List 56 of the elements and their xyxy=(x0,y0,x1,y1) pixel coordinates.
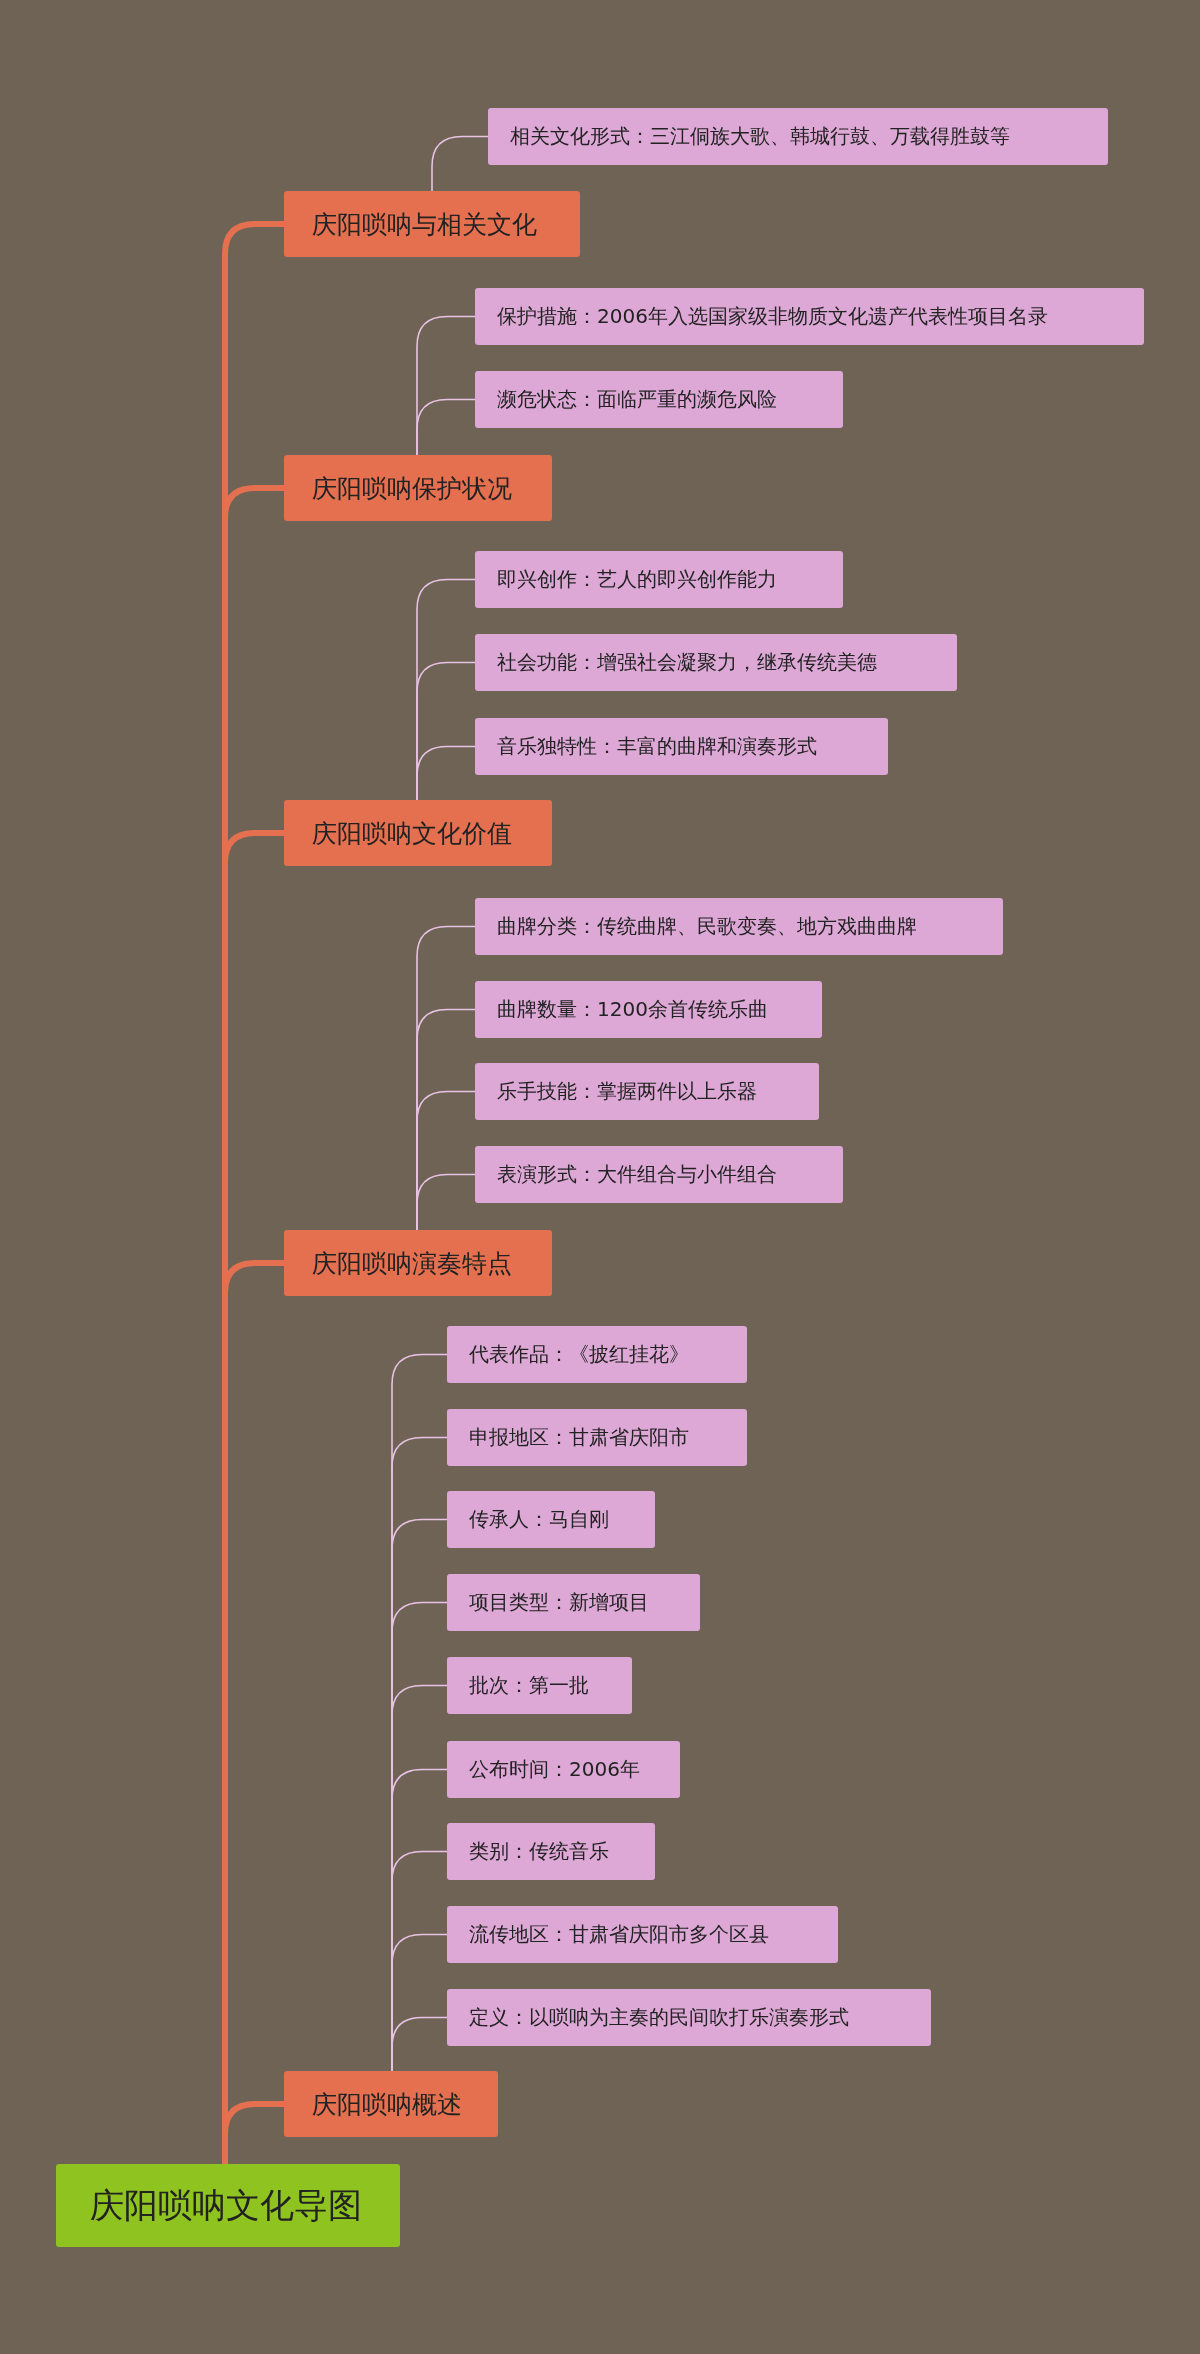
topic-text: 表演形式：大件组合与小件组合 xyxy=(497,1161,777,1188)
subtopic-box xyxy=(447,1823,655,1880)
central-topic-box xyxy=(56,2164,400,2247)
topic-text: 定义：以唢呐为主奏的民间吹打乐演奏形式 xyxy=(469,2004,849,2031)
topic-text: 社会功能：增强社会凝聚力，继承传统美德 xyxy=(497,649,877,676)
branch-topic-box xyxy=(284,191,580,257)
topic-text: 相关文化形式：三江侗族大歌、韩城行鼓、万载得胜鼓等 xyxy=(510,123,1010,150)
subtopic-box xyxy=(447,1657,632,1714)
topic-text: 公布时间：2006年 xyxy=(469,1756,640,1783)
subtopic-box xyxy=(475,288,1144,345)
subtopic-box xyxy=(475,551,843,608)
topic-text: 庆阳唢呐文化导图 xyxy=(90,2183,362,2227)
connector-line xyxy=(431,135,489,192)
connector-line xyxy=(391,2016,448,2072)
subtopic-box xyxy=(475,634,957,691)
branch-topic-box xyxy=(284,2071,498,2137)
subtopic-box xyxy=(475,898,1003,955)
topic-text: 保护措施：2006年入选国家级非物质文化遗产代表性项目名录 xyxy=(497,303,1048,330)
topic-text: 庆阳唢呐文化价值 xyxy=(312,817,512,850)
topic-text: 传承人：马自刚 xyxy=(469,1506,609,1533)
topic-text: 庆阳唢呐与相关文化 xyxy=(312,208,537,241)
branch-topic-box xyxy=(284,800,552,866)
subtopic-box xyxy=(447,1409,747,1466)
branch-topic-box xyxy=(284,1230,552,1296)
topic-text: 代表作品：《披红挂花》 xyxy=(469,1341,689,1368)
subtopic-box xyxy=(475,1146,843,1203)
topic-text: 批次：第一批 xyxy=(469,1672,589,1699)
subtopic-box xyxy=(447,1574,700,1631)
topic-text: 即兴创作：艺人的即兴创作能力 xyxy=(497,566,777,593)
topic-text: 申报地区：甘肃省庆阳市 xyxy=(469,1424,689,1451)
subtopic-box xyxy=(475,718,888,775)
topic-text: 庆阳唢呐演奏特点 xyxy=(312,1247,512,1280)
main-branch-line xyxy=(222,2101,284,2164)
topic-text: 庆阳唢呐保护状况 xyxy=(312,472,512,505)
topic-text: 曲牌分类：传统曲牌、民歌变奏、地方戏曲曲牌 xyxy=(497,913,917,940)
subtopic-box xyxy=(447,1491,655,1548)
subtopic-box xyxy=(488,108,1108,165)
topic-text: 庆阳唢呐概述 xyxy=(312,2088,462,2121)
subtopic-box xyxy=(475,981,822,1038)
topic-text: 类别：传统音乐 xyxy=(469,1838,609,1865)
topic-text: 流传地区：甘肃省庆阳市多个区县 xyxy=(469,1921,769,1948)
subtopic-box xyxy=(447,1906,838,1963)
subtopic-box xyxy=(447,1326,747,1383)
subtopic-box xyxy=(475,1063,819,1120)
connector-line xyxy=(416,745,476,801)
connector-line xyxy=(416,1173,476,1231)
topic-text: 音乐独特性：丰富的曲牌和演奏形式 xyxy=(497,733,817,760)
topic-text: 濒危状态：面临严重的濒危风险 xyxy=(497,386,777,413)
subtopic-box xyxy=(447,1741,680,1798)
connector-line xyxy=(416,398,476,456)
subtopic-box xyxy=(447,1989,931,2046)
topic-text: 乐手技能：掌握两件以上乐器 xyxy=(497,1078,757,1105)
topic-text: 曲牌数量：1200余首传统乐曲 xyxy=(497,996,768,1023)
branch-topic-box xyxy=(284,455,552,521)
topic-text: 项目类型：新增项目 xyxy=(469,1589,649,1616)
subtopic-box xyxy=(475,371,843,428)
